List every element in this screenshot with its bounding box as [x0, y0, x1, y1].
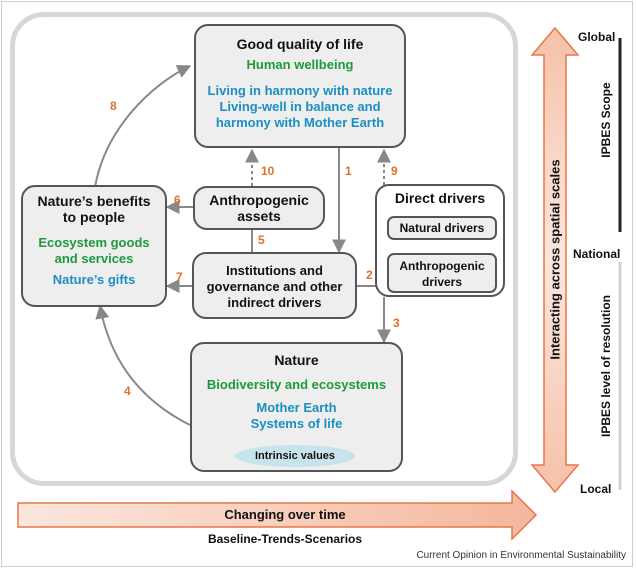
mother-earth-nature-label: Mother Earth — [256, 400, 337, 415]
natures-benefits-title-2: to people — [62, 209, 126, 225]
arrow-number-1: 1 — [345, 164, 352, 178]
intrinsic-values-label: Intrinsic values — [254, 450, 336, 462]
anthropogenic-assets-title-1: Anthropogenic — [209, 192, 309, 208]
arrow-number-8: 8 — [110, 99, 117, 113]
arrow-number-3: 3 — [393, 316, 400, 330]
direct-drivers-title: Direct drivers — [394, 190, 486, 206]
arrow-number-2: 2 — [366, 268, 373, 282]
anthropogenic-assets-box: Anthropogenic assets — [193, 186, 325, 230]
local-label: Local — [580, 482, 612, 496]
institutions-line-1: Institutions and — [226, 263, 323, 278]
ipbes-resolution-label: IPBES level of resolution — [599, 294, 613, 438]
natural-drivers-label: Natural drivers — [399, 221, 485, 235]
ecosystem-goods-label: Ecosystem goods — [38, 235, 150, 250]
living-well-label: Living-well in balance and — [219, 99, 381, 114]
anthropogenic-drivers-label-2: drivers — [421, 275, 463, 289]
arrow-number-6: 6 — [174, 193, 181, 207]
baseline-trends-scenarios-label: Baseline-Trends-Scenarios — [207, 532, 363, 546]
spatial-arrow-shape — [530, 26, 580, 494]
source-credit: Current Opinion in Environmental Sustain… — [416, 550, 626, 561]
anthropogenic-drivers-label-1: Anthropogenic — [399, 259, 485, 273]
intrinsic-values-ellipse: Intrinsic values — [235, 445, 355, 467]
interacting-spatial-scales-label: Interacting across spatial scales — [547, 159, 563, 360]
arrow-number-4: 4 — [124, 384, 131, 398]
good-quality-title: Good quality of life — [236, 36, 364, 52]
arrow-8 — [94, 65, 192, 188]
systems-of-life-label: Systems of life — [250, 416, 343, 431]
framework-border — [10, 12, 518, 486]
changing-over-time-label: Changing over time — [224, 507, 346, 522]
arrow-number-9: 9 — [391, 164, 398, 178]
arrow-number-7: 7 — [176, 270, 183, 284]
nature-title: Nature — [274, 352, 319, 368]
biodiversity-label: Biodiversity and ecosystems — [206, 377, 387, 392]
natures-benefits-title-1: Nature’s benefits — [37, 193, 151, 209]
arrow-number-10: 10 — [261, 164, 275, 178]
national-label: National — [573, 247, 621, 261]
time-arrow-shape — [17, 489, 538, 541]
and-services-label: and services — [54, 251, 134, 266]
global-label: Global — [578, 30, 616, 44]
good-quality-of-life-box: Good quality of life Human wellbeing Liv… — [194, 24, 406, 148]
mother-earth-label: harmony with Mother Earth — [215, 115, 385, 130]
ipbes-scope-label: IPBES Scope — [599, 82, 613, 158]
anthropogenic-drivers-box: Anthropogenic drivers — [387, 253, 497, 293]
institutions-line-2: governance and other — [206, 279, 343, 294]
arrow-number-5: 5 — [258, 233, 265, 247]
natures-gifts-label: Nature’s gifts — [52, 272, 136, 287]
natural-drivers-box: Natural drivers — [387, 216, 497, 240]
institutions-box: Institutions and governance and other in… — [192, 252, 357, 319]
human-wellbeing-label: Human wellbeing — [246, 57, 354, 72]
institutions-line-3: indirect drivers — [227, 295, 322, 310]
living-harmony-label: Living in harmony with nature — [207, 83, 393, 98]
anthropogenic-assets-title-2: assets — [237, 208, 281, 224]
natures-benefits-box: Nature’s benefits to people Ecosystem go… — [21, 185, 167, 307]
arrow-4 — [95, 304, 191, 426]
